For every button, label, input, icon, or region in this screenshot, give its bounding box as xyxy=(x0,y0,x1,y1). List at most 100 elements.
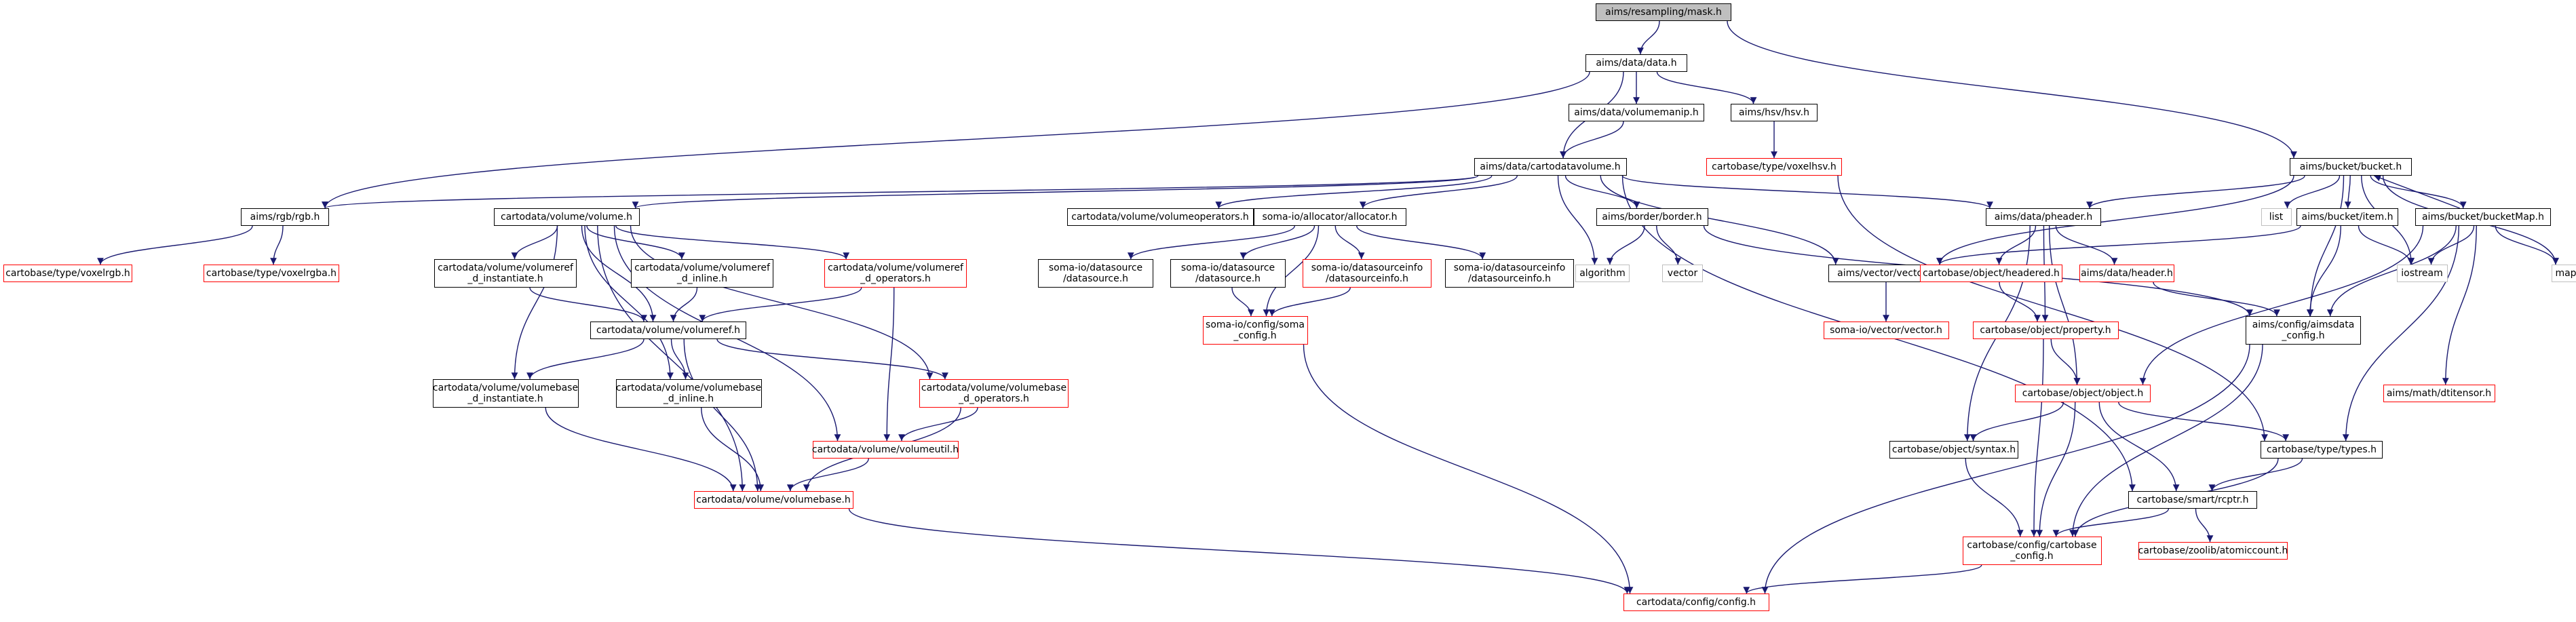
node-atomiccount[interactable]: cartobase/zoolib/atomiccount.h xyxy=(2138,542,2288,560)
node-volumeutil[interactable]: cartodata/volume/volumeutil.h xyxy=(811,441,959,459)
edge-types-to-rcptr xyxy=(2208,458,2303,492)
node-voxelhsv[interactable]: cartobase/type/voxelhsv.h xyxy=(1706,158,1842,176)
node-volumeref[interactable]: cartodata/volume/volumeref.h xyxy=(590,322,746,339)
node-rgb[interactable]: aims/rgb/rgb.h xyxy=(241,208,329,226)
edge-rgb-to-voxelrgba xyxy=(270,225,284,265)
edge-volumeref-to-volumebase_operators xyxy=(716,338,948,380)
node-label-line: _config.h xyxy=(1233,330,1277,341)
node-label-line: _d_inline.h xyxy=(676,273,728,284)
node-label-line: _d_instantiate.h xyxy=(467,273,543,284)
node-label-line: cartodata/volume/volumeoperators.h xyxy=(1071,212,1249,222)
node-cartobaseconfig[interactable]: cartobase/config/cartobase_config.h xyxy=(1962,537,2102,565)
node-volume[interactable]: cartodata/volume/volume.h xyxy=(493,208,640,226)
node-label-line: aims/resampling/mask.h xyxy=(1605,7,1722,18)
node-cartodatavolume[interactable]: aims/data/cartodatavolume.h xyxy=(1474,158,1627,176)
node-voxelrgb[interactable]: cartobase/type/voxelrgb.h xyxy=(3,265,132,282)
edge-item-to-aimsvector xyxy=(1936,225,2301,265)
node-syntax[interactable]: cartobase/object/syntax.h xyxy=(1889,441,2018,459)
edge-cartodatavolume-to-volumeoperators xyxy=(1215,175,1493,209)
edge-pheader-to-header xyxy=(2055,225,2118,265)
node-voxelrgba[interactable]: cartobase/type/voxelrgba.h xyxy=(204,265,339,282)
edge-volume-to-volumebase_instantiate xyxy=(511,225,558,380)
edge-border-to-algorithm xyxy=(1607,225,1645,265)
node-list: list xyxy=(2261,208,2292,226)
node-label-line: algorithm xyxy=(1579,268,1626,279)
node-volumebase_operators[interactable]: cartodata/volume/volumebase_d_operators.… xyxy=(919,379,1069,408)
edge-bucket-to-pheader xyxy=(2086,175,2305,209)
edge-volumebase_inline-to-volumebase xyxy=(701,407,765,492)
edge-cartodatavolume-to-aimsvector xyxy=(1600,175,1839,265)
node-label-line: cartobase/smart/rcptr.h xyxy=(2136,494,2249,505)
node-types[interactable]: cartobase/type/types.h xyxy=(2261,441,2383,459)
node-label-line: aims/data/pheader.h xyxy=(1994,212,2093,222)
node-label-line: /datasourceinfo.h xyxy=(1325,273,1409,284)
node-property[interactable]: cartobase/object/property.h xyxy=(1972,322,2119,339)
node-dtitensor[interactable]: aims/math/dtitensor.h xyxy=(2383,385,2495,402)
node-volumeoperators[interactable]: cartodata/volume/volumeoperators.h xyxy=(1066,208,1254,226)
node-label-line: cartodata/volume/volumeref xyxy=(828,263,963,273)
edge-cartodatavolume-to-border xyxy=(1564,175,1640,209)
node-aimsdataconfig[interactable]: aims/config/aimsdata_config.h xyxy=(2246,316,2361,345)
edge-volumebase-to-cartodataconfig xyxy=(848,508,1631,594)
edge-volumebase_operators-to-volumeutil xyxy=(898,407,978,442)
edge-volumeref_operators-to-volumeref xyxy=(699,287,862,322)
node-label-line: cartobase/type/types.h xyxy=(2266,444,2377,455)
node-volumeref_inline[interactable]: cartodata/volume/volumeref_d_inline.h xyxy=(631,259,773,288)
node-volumeref_instantiate[interactable]: cartodata/volume/volumeref_d_instantiate… xyxy=(434,259,577,288)
node-label-line: cartodata/volume/volumeref.h xyxy=(596,325,741,336)
node-label-line: soma-io/datasource xyxy=(1048,263,1143,273)
node-somaio_datasource2[interactable]: soma-io/datasource/datasource.h xyxy=(1170,259,1286,288)
node-somaconfig[interactable]: soma-io/config/soma_config.h xyxy=(1202,316,1308,345)
node-hsv[interactable]: aims/hsv/hsv.h xyxy=(1731,104,1818,121)
edge-bucketmap-to-dtitensor xyxy=(2442,225,2477,385)
node-datasourceinfo_red[interactable]: soma-io/datasourceinfo/datasourceinfo.h xyxy=(1303,259,1431,288)
node-mask[interactable]: aims/resampling/mask.h xyxy=(1596,3,1731,21)
node-object[interactable]: cartobase/object/object.h xyxy=(2015,385,2151,402)
node-item[interactable]: aims/bucket/item.h xyxy=(2296,208,2398,226)
edge-somaio_datasource2-to-somaconfig xyxy=(1231,287,1254,317)
node-bucketmap[interactable]: aims/bucket/bucketMap.h xyxy=(2415,208,2551,226)
edge-object-to-types xyxy=(2118,402,2290,442)
edge-pheader-to-object xyxy=(2049,225,2081,385)
node-volumebase_instantiate[interactable]: cartodata/volume/volumebase_d_instantiat… xyxy=(432,379,579,408)
edge-rcptr-to-cartobaseconfig xyxy=(2052,508,2170,537)
edge-bucket-to-aimsvector xyxy=(1936,175,2294,265)
node-label-line: cartodata/volume/volumeutil.h xyxy=(811,444,959,455)
edge-cartodatavolume-to-pheader xyxy=(1621,175,1993,209)
node-cartodataconfig[interactable]: cartodata/config/config.h xyxy=(1623,594,1769,611)
node-label-line: soma-io/datasourceinfo xyxy=(1453,263,1566,273)
node-somavector[interactable]: soma-io/vector/vector.h xyxy=(1823,322,1949,339)
node-header[interactable]: aims/data/header.h xyxy=(2079,265,2174,282)
node-label-line: aims/bucket/item.h xyxy=(2301,212,2394,222)
edge-syntax-to-cartobaseconfig xyxy=(1965,458,2024,537)
node-volumemanip[interactable]: aims/data/volumemanip.h xyxy=(1569,104,1704,121)
node-pheader[interactable]: aims/data/pheader.h xyxy=(1986,208,2101,226)
node-label-line: _d_operators.h xyxy=(959,393,1029,404)
node-somaio_datasource1[interactable]: soma-io/datasource/datasource.h xyxy=(1038,259,1153,288)
edge-volume-to-volumeref_operators xyxy=(615,225,850,260)
node-rcptr[interactable]: cartobase/smart/rcptr.h xyxy=(2128,491,2257,509)
node-bucket[interactable]: aims/bucket/bucket.h xyxy=(2290,158,2412,176)
edge-bucketmap-to-types xyxy=(2342,225,2459,442)
edge-volume-to-volumebase xyxy=(597,225,746,492)
node-data[interactable]: aims/data/data.h xyxy=(1585,54,1687,72)
node-label-line: soma-io/datasourceinfo xyxy=(1311,263,1423,273)
node-label-line: soma-io/datasource xyxy=(1180,263,1275,273)
node-headered[interactable]: cartobase/object/headered.h xyxy=(1920,265,2062,282)
node-label-line: _config.h xyxy=(2010,551,2054,562)
edge-volumebase_instantiate-to-volumebase xyxy=(545,407,737,492)
edge-property-to-object xyxy=(2050,338,2081,385)
node-volumeref_operators[interactable]: cartodata/volume/volumeref_d_operators.h xyxy=(824,259,967,288)
node-datasourceinfo_black[interactable]: soma-io/datasourceinfo/datasourceinfo.h xyxy=(1445,259,1574,288)
node-label-line: list xyxy=(2269,212,2284,222)
node-label-line: _d_operators.h xyxy=(860,273,931,284)
node-volumebase[interactable]: cartodata/volume/volumebase.h xyxy=(693,491,853,509)
edge-volumeref-to-volumebase_inline xyxy=(670,338,689,380)
edge-bucketmap-to-iostream xyxy=(2427,225,2475,265)
edge-volume-to-volumebase_inline xyxy=(584,225,674,380)
node-allocator[interactable]: soma-io/allocator/allocator.h xyxy=(1253,208,1406,226)
node-border[interactable]: aims/border/border.h xyxy=(1596,208,1708,226)
edge-cartodatavolume-to-algorithm xyxy=(1557,175,1598,265)
edge-allocator-to-datasourceinfo_black xyxy=(1356,225,1486,260)
node-volumebase_inline[interactable]: cartodata/volume/volumebase_d_inline.h xyxy=(615,379,762,408)
